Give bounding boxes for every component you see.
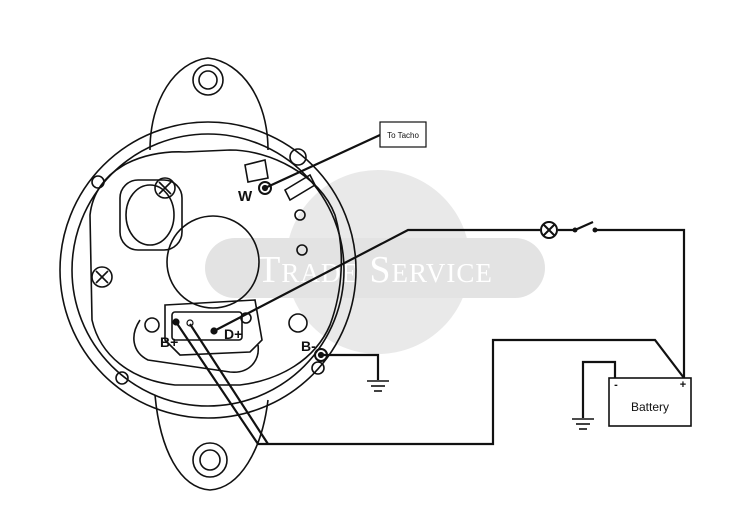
bearing-boss <box>166 215 260 309</box>
wire-switch-to-battery-plus <box>595 228 686 378</box>
wire-b-plus-second <box>189 323 269 445</box>
wire-d-plus-to-lamp <box>213 228 540 332</box>
top-mount-hole <box>192 64 224 96</box>
terminal-block <box>164 299 263 356</box>
wire-battery-minus-to-ground <box>581 360 617 418</box>
housing-inner <box>71 133 345 407</box>
screw-top <box>154 177 176 199</box>
housing-outer <box>59 121 357 419</box>
ground-icon-battery <box>572 418 594 430</box>
bottom-mount-lug <box>154 394 269 491</box>
switch-blade <box>574 220 594 232</box>
watermark-text: Trade Service <box>257 249 493 291</box>
bottom-mount-hole <box>192 442 228 478</box>
warning-lamp-icon <box>540 221 558 239</box>
top-mount-lug <box>149 57 269 151</box>
ignition-switch-icon <box>572 227 598 233</box>
battery-plus-label: + <box>680 379 686 391</box>
ground-icon-alternator <box>367 380 389 392</box>
tacho-label: To Tacho <box>387 131 419 140</box>
battery-label: Battery <box>631 400 669 414</box>
tacho-box <box>379 121 427 148</box>
battery-box <box>608 377 692 427</box>
watermark: Trade Service <box>205 170 545 354</box>
wire-w-to-tacho <box>264 134 381 189</box>
b-minus-label: B- <box>301 338 316 354</box>
wire-b-minus-to-ground <box>321 353 380 380</box>
battery-minus-label: - <box>614 379 618 391</box>
d-plus-label: D+ <box>224 326 242 342</box>
w-terminal-label: W <box>238 188 253 205</box>
wire-b-plus-main <box>175 321 685 446</box>
w-terminal-post <box>258 181 272 195</box>
left-bracket <box>119 179 183 251</box>
wiring <box>175 134 686 446</box>
b-plus-label: B+ <box>160 334 178 350</box>
screw-left <box>91 266 113 288</box>
